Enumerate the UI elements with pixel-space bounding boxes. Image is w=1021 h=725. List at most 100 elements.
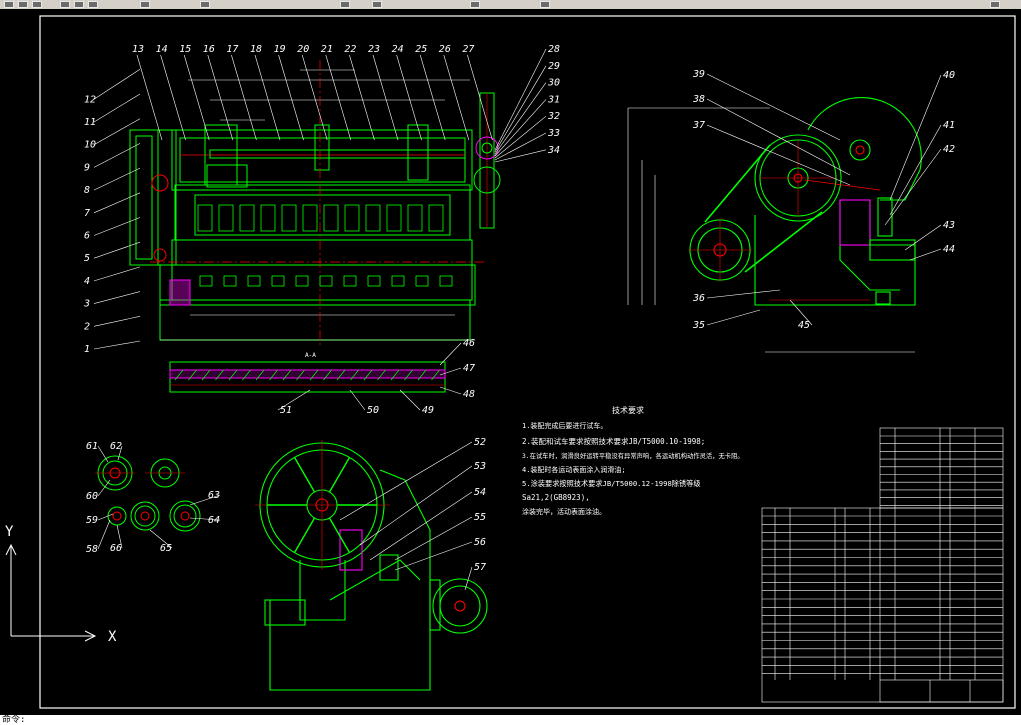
leader-line (443, 54, 470, 141)
part-balloon-49: 49 (422, 405, 434, 416)
base-slot (415, 275, 429, 287)
ucs-icon (5, 543, 97, 642)
part-balloon-18: 18 (250, 44, 262, 55)
leader-line (117, 445, 123, 461)
leader-line (93, 143, 141, 168)
toolbar-button-6[interactable] (88, 1, 98, 8)
leader-line (93, 241, 141, 259)
toolbar-button-8[interactable] (200, 1, 210, 8)
blade-slot (344, 204, 360, 232)
leader-line (189, 517, 221, 521)
toolbar-button-5[interactable] (74, 1, 84, 8)
part-balloon-47: 47 (463, 363, 475, 374)
part-balloon-9: 9 (84, 162, 90, 173)
leader-line (93, 291, 141, 304)
part-balloon-50: 50 (367, 405, 379, 416)
leader-line (706, 98, 851, 176)
part-balloon-3: 3 (83, 299, 90, 310)
toolbar-button-9[interactable] (340, 1, 350, 8)
section-hatch (174, 369, 440, 381)
flywheel-spoke (328, 517, 351, 553)
part-balloon-13: 13 (132, 44, 144, 55)
bottom-leaders (339, 441, 473, 591)
leader-line (494, 82, 547, 155)
leader-line (359, 465, 473, 546)
blade-slot (281, 204, 297, 232)
hatch-line (215, 369, 224, 381)
flywheel-spoke (293, 517, 316, 553)
requirements-title: 技术要求 (612, 405, 644, 415)
leader-line (277, 389, 311, 411)
part-balloon-1: 1 (84, 344, 90, 355)
toolbar-button-2[interactable] (18, 1, 28, 8)
leader-line (394, 541, 473, 571)
leader-line (301, 54, 328, 141)
detail-leaders (97, 445, 221, 550)
toolbar-strip (0, 0, 1021, 9)
side-leaders (706, 73, 942, 326)
front-view (129, 60, 501, 345)
leader-line (97, 513, 114, 521)
blade-slot (386, 204, 402, 232)
blade-slot (302, 204, 318, 232)
leader-line (706, 124, 851, 186)
part-balloon-44: 44 (943, 244, 955, 255)
blade-slot (239, 204, 255, 232)
hatch-line (363, 369, 373, 381)
part-balloon-30: 30 (547, 78, 560, 89)
toolbar-button-7[interactable] (140, 1, 150, 8)
toolbar-button-11[interactable] (470, 1, 480, 8)
part-balloon-7: 7 (84, 208, 90, 219)
part-balloon-46: 46 (463, 338, 475, 349)
part-balloon-19: 19 (274, 44, 286, 55)
section-leaders (277, 342, 462, 411)
toolbar-button-10[interactable] (372, 1, 382, 8)
base-slot (343, 275, 357, 287)
leader-line (207, 54, 234, 141)
toolbar-button-13[interactable] (990, 1, 1000, 8)
command-line[interactable]: 命令: (0, 715, 1021, 725)
leader-line (464, 566, 473, 591)
part-balloon-28: 28 (548, 44, 560, 55)
flywheel-spoke (328, 457, 351, 493)
blade-slots (197, 204, 444, 232)
part-balloon-23: 23 (368, 44, 380, 55)
leader-line (97, 479, 111, 497)
toolbar-button-12[interactable] (540, 1, 550, 8)
part-balloon-48: 48 (463, 389, 475, 400)
leader-line (789, 299, 813, 326)
leader-line (254, 54, 281, 141)
toolbar-button-4[interactable] (60, 1, 70, 8)
toolbar-button-1[interactable] (4, 1, 14, 8)
leader-line (189, 494, 221, 506)
part-balloon-26: 26 (439, 44, 451, 55)
part-balloon-55: 55 (474, 512, 486, 523)
part-balloon-6: 6 (84, 231, 90, 242)
part-balloon-59: 59 (86, 515, 98, 526)
leader-line (369, 491, 473, 561)
leader-line (889, 124, 942, 216)
part-balloon-27: 27 (462, 44, 474, 55)
part-balloon-61: 61 (86, 441, 98, 452)
blade-slot (260, 204, 276, 232)
leader-line (325, 54, 352, 141)
part-balloon-8: 8 (84, 185, 90, 196)
toolbar-button-3[interactable] (32, 1, 42, 8)
part-balloon-51: 51 (280, 405, 292, 416)
part-balloon-64: 64 (208, 515, 220, 526)
hatch-line (296, 369, 305, 381)
part-balloon-34: 34 (547, 145, 560, 156)
part-balloon-25: 25 (415, 44, 427, 55)
base-slot (199, 275, 213, 287)
requirement-line-2: 2.装配和试车要求按照技术要求JB/T5000.10-1998; (522, 436, 705, 446)
leader-line (399, 389, 421, 411)
part-balloon-35: 35 (692, 320, 705, 331)
part-balloon-63: 63 (208, 490, 220, 501)
flywheel-spoke (293, 457, 316, 493)
leader-line (494, 115, 547, 159)
leader-line (439, 342, 462, 366)
hatch-line (404, 369, 413, 381)
part-balloon-14: 14 (156, 44, 168, 55)
leader-line (97, 445, 109, 463)
